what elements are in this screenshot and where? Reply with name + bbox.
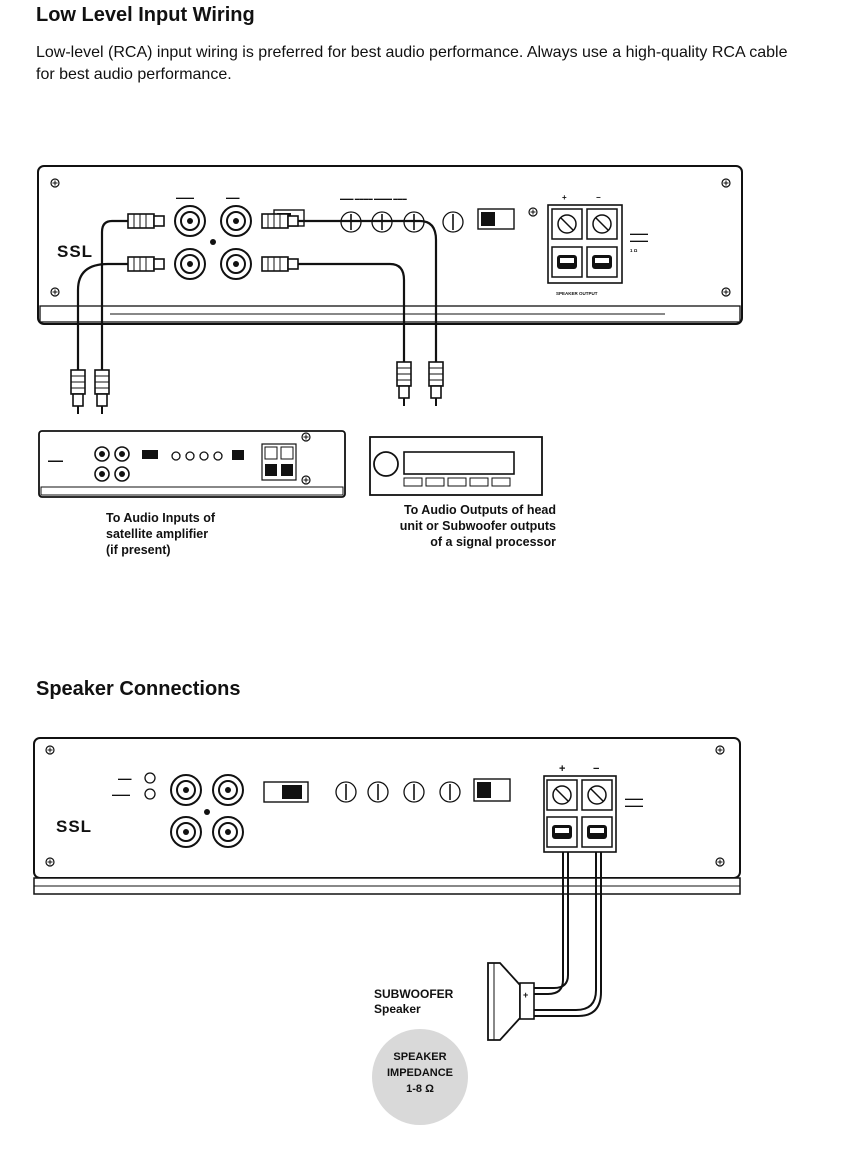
svg-text:1-8 Ω: 1-8 Ω xyxy=(406,1083,434,1095)
speaker-output-label: SPEAKER OUTPUT xyxy=(556,291,598,296)
headunit-caption: To Audio Outputs of head unit or Subwoof… xyxy=(399,503,556,549)
rca-cable xyxy=(76,219,128,370)
satellite-amplifier: ▬▬▬ xyxy=(38,430,346,498)
svg-text:+: + xyxy=(523,990,528,1000)
satellite-caption: To Audio Inputs of satellite amplifier (… xyxy=(106,511,215,557)
svg-text:▬▬▬▬: ▬▬▬▬ xyxy=(630,231,649,236)
brand-logo: SSL xyxy=(57,242,93,261)
svg-text:▬▬▬: ▬▬▬ xyxy=(48,458,63,464)
svg-text:+: + xyxy=(562,193,567,202)
speaker-label-line1: SUBWOOFER xyxy=(374,987,454,1001)
section1-title: Low Level Input Wiring xyxy=(36,4,255,26)
amplifier-panel-bottom: SSL ▬▬▬▬▬▬▬ + − ▬▬▬▬ ▬ xyxy=(33,737,741,895)
speaker-terminal-icon xyxy=(547,204,623,284)
phase-switch-icon xyxy=(473,778,511,802)
svg-text:▬▬▬: ▬▬▬ xyxy=(118,776,132,781)
control-knob-icon xyxy=(335,781,461,803)
section2-title: Speaker Connections xyxy=(36,678,241,700)
label-glyph: ▬▬▬ xyxy=(226,195,240,200)
svg-text:SPEAKER: SPEAKER xyxy=(393,1051,446,1063)
impedance-label: 1 Ω xyxy=(630,248,638,253)
input-jack-icon xyxy=(170,774,244,848)
subwoofer-speaker-icon: + xyxy=(487,962,535,1041)
speaker-wire xyxy=(530,852,602,1017)
amplifier-panel-top: SSL ▬▬▬▬ ▬▬▬ ▬▬▬ ▬▬▬▬ ▬▬▬▬ ▬▬▬ xyxy=(37,165,743,325)
svg-text:▬▬▬▬: ▬▬▬▬ xyxy=(630,238,649,243)
brand-logo: SSL xyxy=(56,817,92,836)
svg-text:▬▬▬ ▬▬▬▬ ▬▬▬▬ ▬▬▬: ▬▬▬ ▬▬▬▬ ▬▬▬▬ ▬▬▬ xyxy=(340,196,407,201)
svg-text:▬▬▬▬: ▬▬▬▬ xyxy=(112,792,131,797)
impedance-badge: SPEAKER IMPEDANCE 1-8 Ω xyxy=(372,1029,468,1125)
speaker-label-line2: Speaker xyxy=(374,1002,421,1016)
svg-text:IMPEDANCE: IMPEDANCE xyxy=(387,1067,453,1079)
rca-cable xyxy=(298,219,438,362)
screw-icon xyxy=(528,207,538,217)
minus-label: − xyxy=(593,763,599,775)
input-jack-icon xyxy=(174,205,252,280)
plus-label: + xyxy=(559,763,565,775)
svg-text:▬▬▬▬: ▬▬▬▬ xyxy=(625,803,644,808)
svg-text:▬▬▬▬: ▬▬▬▬ xyxy=(625,796,644,801)
section1-intro: Low-level (RCA) input wiring is preferre… xyxy=(36,44,788,83)
svg-text:−: − xyxy=(596,193,601,202)
phase-switch-icon xyxy=(477,208,515,230)
speaker-terminal-icon xyxy=(543,775,617,853)
switch-icon xyxy=(263,781,309,803)
label-glyph: ▬▬▬▬ xyxy=(176,195,195,200)
head-unit xyxy=(369,436,543,496)
